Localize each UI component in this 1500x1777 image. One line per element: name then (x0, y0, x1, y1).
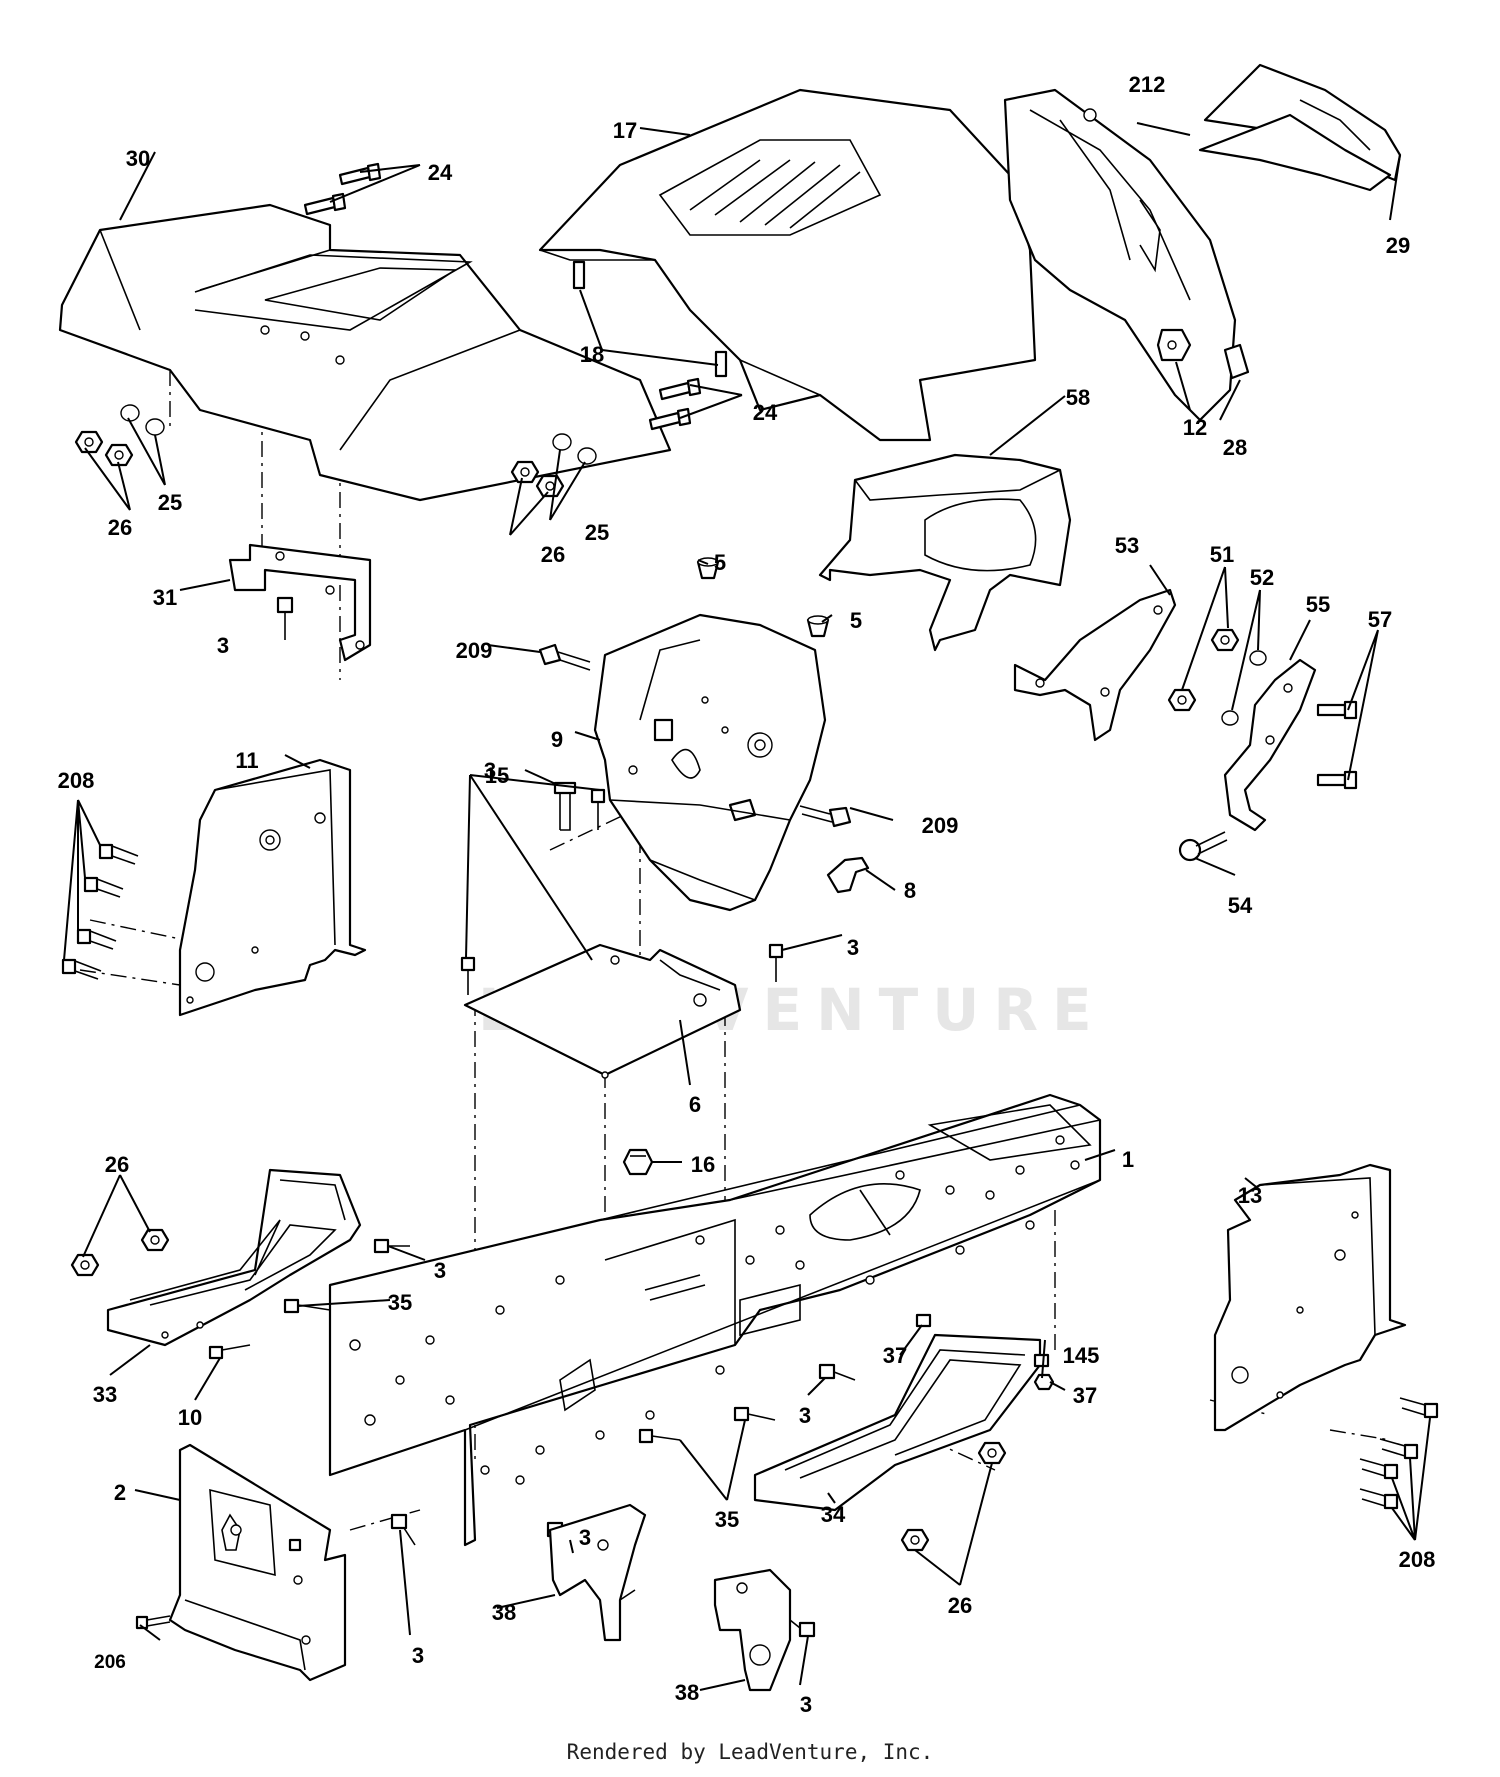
callout-37: 37 (883, 1343, 907, 1368)
callout-3: 3 (434, 1258, 446, 1283)
part-29-grille-cap (1198, 63, 1402, 192)
part-53-bracket (1013, 588, 1177, 742)
callout-6: 6 (689, 1092, 701, 1117)
part-34-footrest (753, 1333, 1042, 1512)
callout-25: 25 (585, 520, 609, 545)
part-209-bolts (538, 643, 852, 828)
callout-24: 24 (753, 400, 778, 425)
leader-lines (63, 122, 1431, 1691)
part-208-bolts-right (1359, 1397, 1439, 1510)
part-38-bracket-left (548, 1503, 647, 1642)
callout-58: 58 (1066, 385, 1090, 410)
part-34-hardware (638, 1313, 1055, 1552)
callout-16: 16 (691, 1152, 715, 1177)
callout-8: 8 (904, 878, 916, 903)
callout-5: 5 (850, 608, 862, 633)
callout-38: 38 (675, 1680, 699, 1705)
callout-26: 26 (541, 542, 565, 567)
callout-54: 54 (1228, 893, 1253, 918)
part-52-washers (1221, 650, 1267, 726)
callout-5: 5 (714, 550, 726, 575)
callout-3: 3 (579, 1525, 591, 1550)
callout-26: 26 (108, 515, 132, 540)
callout-2: 2 (114, 1480, 126, 1505)
callout-3: 3 (484, 758, 496, 783)
callout-145: 145 (1063, 1343, 1100, 1368)
render-credit: Rendered by LeadVenture, Inc. (566, 1740, 934, 1764)
callout-26: 26 (948, 1593, 972, 1618)
part-1-frame (328, 1093, 1102, 1547)
callout-11: 11 (235, 748, 258, 773)
callout-3: 3 (799, 1403, 811, 1428)
part-33-hardware (70, 1228, 331, 1360)
part-58-shroud (818, 453, 1072, 652)
callout-3: 3 (800, 1692, 812, 1717)
callout-13: 13 (1238, 1183, 1262, 1208)
callout-25: 25 (158, 490, 182, 515)
callout-37: 37 (1073, 1383, 1097, 1408)
part-51-nuts (1167, 628, 1240, 712)
callout-15: 15 (485, 763, 509, 788)
part-13-side-panel (1213, 1163, 1407, 1432)
part-16-nut (622, 1148, 654, 1176)
part-33-footrest (106, 1168, 362, 1347)
callout-3: 3 (412, 1643, 424, 1668)
callout-labels: 30 24 17 18 24 25 26 25 26 31 3 212 29 1… (58, 72, 1436, 1717)
part-12-clip (1156, 328, 1192, 362)
frame-holes (349, 1135, 1080, 1485)
part-55-bracket (1223, 658, 1317, 832)
part-212-grille (1003, 88, 1237, 422)
part-6-plate (463, 943, 742, 1079)
callout-55: 55 (1306, 592, 1330, 617)
callout-12: 12 (1183, 415, 1207, 440)
callout-29: 29 (1386, 233, 1410, 258)
callout-28: 28 (1223, 435, 1247, 460)
part-11-side-panel (178, 758, 367, 1017)
callout-3: 3 (217, 633, 229, 658)
callout-51: 51 (1210, 542, 1234, 567)
part-31-bracket (228, 543, 372, 662)
callout-24: 24 (428, 160, 453, 185)
callout-17: 17 (613, 118, 637, 143)
callout-26: 26 (105, 1152, 129, 1177)
callout-208: 208 (1399, 1547, 1436, 1572)
part-30-fender (58, 203, 672, 502)
part-54-bolt (1178, 831, 1228, 862)
callout-30: 30 (126, 146, 150, 171)
callout-3: 3 (847, 935, 859, 960)
part-57-bolts (1316, 700, 1358, 790)
callout-212: 212 (1129, 72, 1166, 97)
part-208-bolts-left (61, 843, 139, 980)
callout-53: 53 (1115, 533, 1139, 558)
part-15-bolt (553, 781, 577, 831)
callout-10: 10 (178, 1405, 202, 1430)
callout-34: 34 (821, 1502, 846, 1527)
callout-209: 209 (456, 638, 493, 663)
callout-206: 206 (94, 1652, 126, 1673)
callout-33: 33 (93, 1382, 117, 1407)
part-25-washers (120, 404, 597, 465)
part-206-bolt (135, 1615, 171, 1630)
part-38-bracket-right (713, 1568, 792, 1692)
callout-209: 209 (922, 813, 959, 838)
callout-208: 208 (58, 768, 95, 793)
part-28-latch (1223, 343, 1250, 380)
part-9-dash-panel (593, 613, 827, 912)
callout-57: 57 (1368, 607, 1392, 632)
callout-35: 35 (715, 1507, 739, 1532)
callout-31: 31 (153, 585, 177, 610)
callout-52: 52 (1250, 565, 1274, 590)
callout-1: 1 (1122, 1147, 1134, 1172)
callout-18: 18 (580, 342, 604, 367)
part-8-clip (826, 856, 870, 894)
callout-35: 35 (388, 1290, 412, 1315)
callout-38: 38 (492, 1600, 516, 1625)
callout-9: 9 (551, 727, 563, 752)
part-24-bolts (303, 162, 702, 431)
part-17-hood (538, 88, 1037, 442)
part-2-hitch-plate (168, 1443, 347, 1682)
